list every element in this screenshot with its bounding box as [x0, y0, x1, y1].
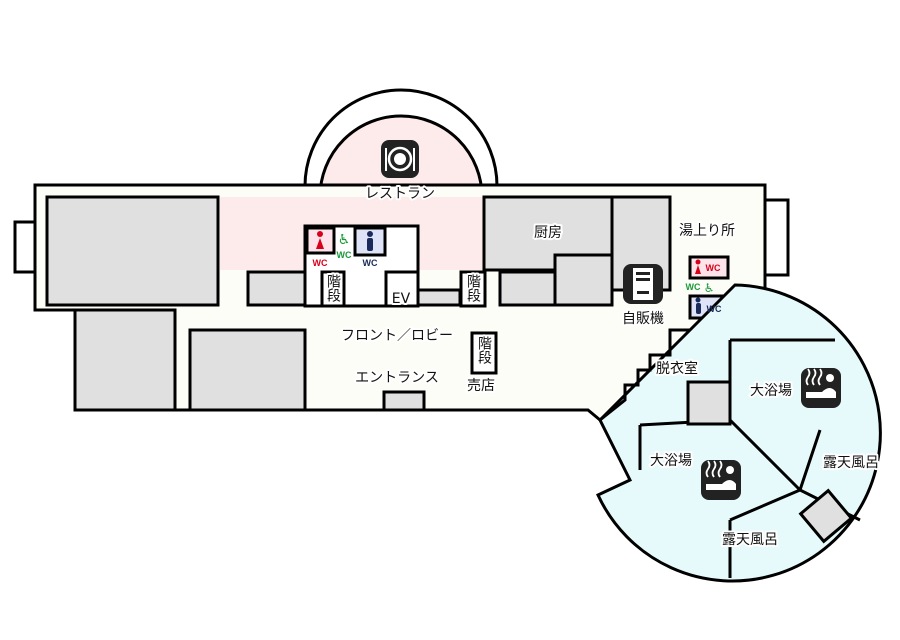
- wc-male-icon: WC: [363, 231, 378, 268]
- wc-label: WC: [363, 258, 378, 268]
- wc-accessible-icon: ♿ WC: [337, 232, 352, 260]
- main-bath-label: 大浴場: [650, 453, 692, 469]
- rooms: [45, 195, 672, 412]
- room: [553, 253, 614, 307]
- open-air-bath-label: 露天風呂: [722, 532, 778, 548]
- vending-label: 自販機: [622, 311, 664, 327]
- pillar: [686, 380, 732, 426]
- restaurant-label: レストラン: [365, 186, 435, 202]
- stairs-label: 階段: [476, 336, 492, 364]
- room: [416, 288, 462, 307]
- restaurant-icon: [381, 140, 419, 178]
- svg-text:♿: ♿: [338, 232, 351, 248]
- stairs-room: [320, 270, 346, 308]
- ev-label: EV: [392, 291, 411, 307]
- front-lobby-label: フロント／ロビー: [341, 328, 453, 344]
- entrance-label: エントランス: [355, 370, 439, 386]
- pillar: [798, 488, 854, 544]
- stairs-label: 階段: [325, 274, 341, 302]
- wc-label: WC: [706, 263, 721, 273]
- room: [188, 328, 307, 412]
- wc-female-icon: WC: [313, 231, 328, 268]
- wc-male-icon: WC: [695, 297, 722, 314]
- room: [73, 308, 177, 412]
- room: [382, 390, 426, 412]
- vending-machine-icon: [623, 264, 663, 304]
- bath-icon: [701, 460, 741, 500]
- wc-label: WC: [686, 282, 701, 292]
- room: [246, 270, 307, 307]
- wc-female-icon: WC: [695, 259, 721, 274]
- open-air-bath-label: 露天風呂: [823, 455, 879, 471]
- room: [498, 270, 557, 307]
- room: [45, 195, 220, 307]
- kitchen-label: 厨房: [534, 225, 562, 241]
- svg-text:♿: ♿: [704, 281, 715, 295]
- wc-label: WC: [337, 250, 352, 260]
- wc-label: WC: [707, 304, 722, 314]
- shop-label: 売店: [467, 378, 495, 394]
- stairs-room: [459, 270, 487, 308]
- wc-accessible-icon: WC ♿: [686, 281, 715, 295]
- main-bath-label: 大浴場: [750, 383, 792, 399]
- stairs-label: 階段: [465, 274, 481, 302]
- stairs-room: [470, 331, 498, 375]
- wc-label: WC: [313, 258, 328, 268]
- lounge-label: 湯上り所: [679, 222, 735, 239]
- corridor-steps: [599, 328, 690, 422]
- changing-room-label: 脱衣室: [656, 360, 698, 377]
- ev-room: [384, 270, 420, 308]
- right-stub: [761, 198, 790, 277]
- bath-icon: [801, 368, 841, 408]
